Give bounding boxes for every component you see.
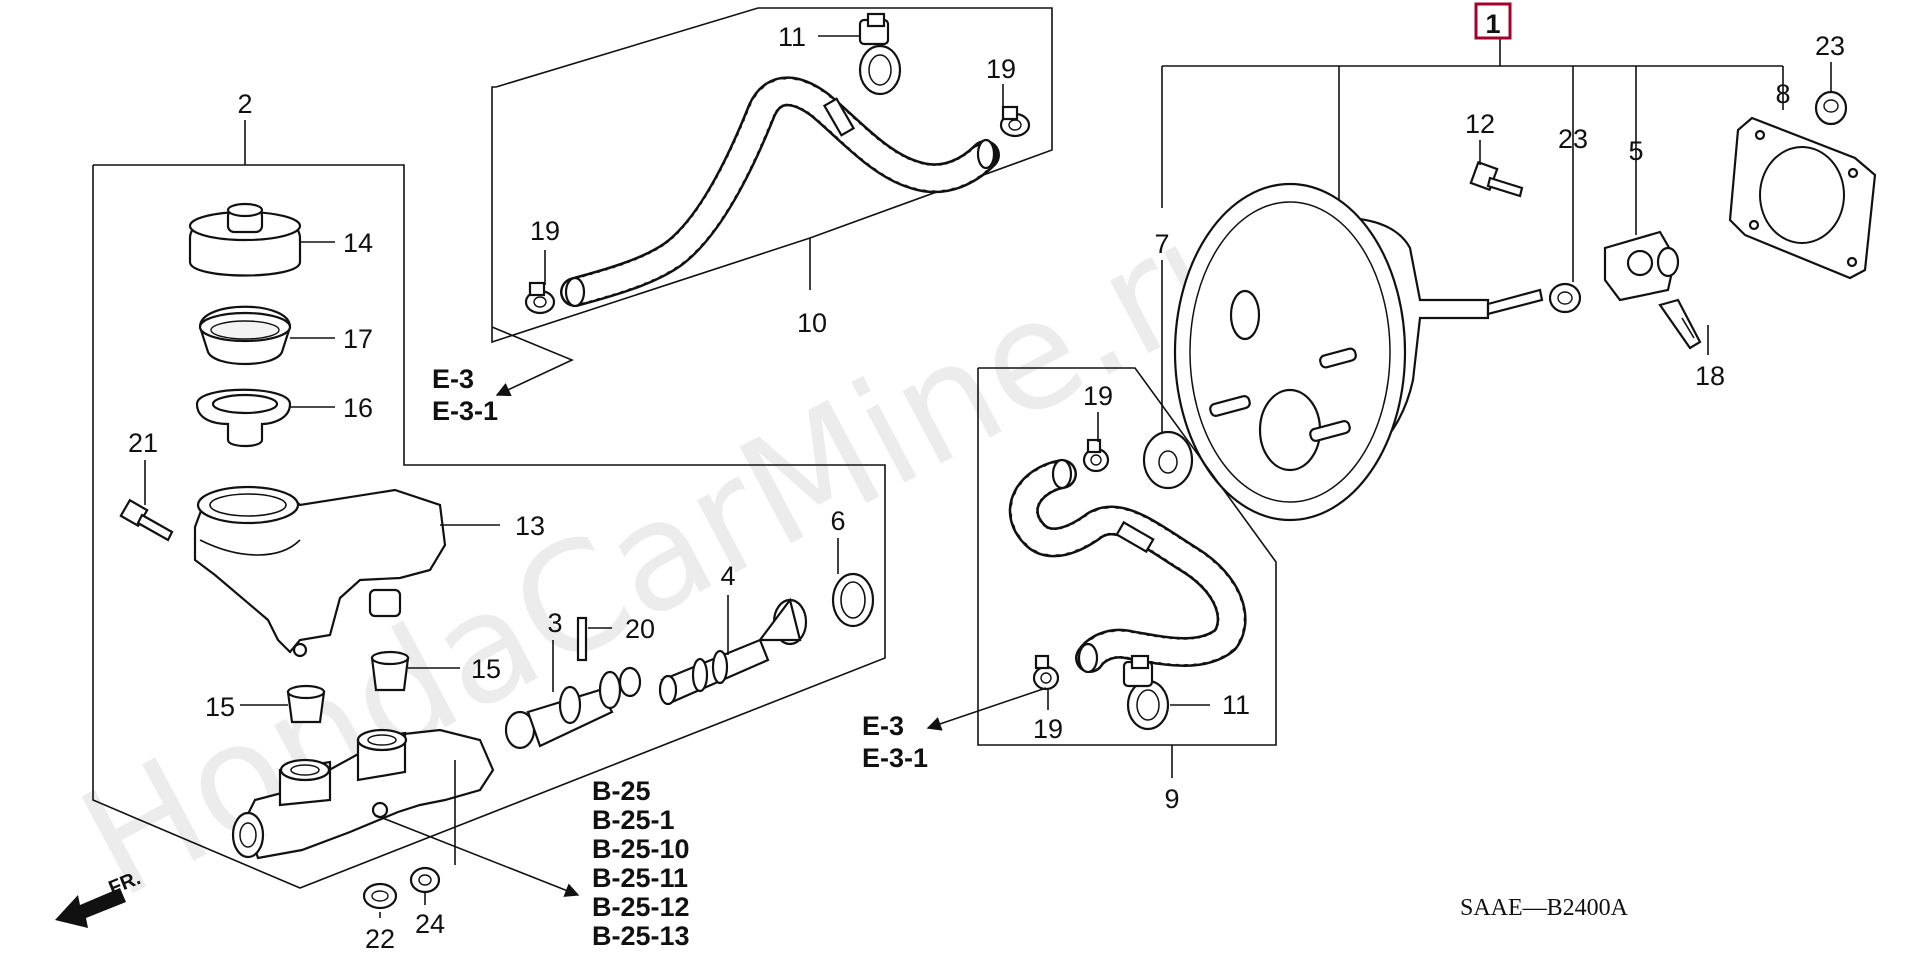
callout-24: 24 <box>415 909 445 939</box>
callout-23-center: 23 <box>1558 124 1588 154</box>
gasket-nut[interactable] <box>1814 90 1848 126</box>
callout-8: 8 <box>1775 79 1790 109</box>
callout-6: 6 <box>830 506 845 536</box>
bolt[interactable] <box>119 498 174 542</box>
callout-18: 18 <box>1695 361 1725 391</box>
hose-clip-top-right[interactable] <box>999 105 1031 138</box>
reference-e3-1-bottom[interactable]: E-3-1 <box>862 743 928 773</box>
secondary-piston[interactable] <box>504 666 642 750</box>
hose-clip-top-left[interactable] <box>524 281 556 315</box>
callout-19-top-left: 19 <box>530 216 560 246</box>
callout-17: 17 <box>343 324 373 354</box>
reference-top-e3[interactable]: E-3 E-3-1 <box>432 364 498 426</box>
snap-ring[interactable] <box>831 572 875 628</box>
retaining-clip[interactable] <box>1658 298 1702 350</box>
booster-bolt[interactable] <box>1469 160 1524 198</box>
washer[interactable] <box>409 866 441 894</box>
vacuum-hose-group-bottom <box>926 367 1277 778</box>
grommet-upper[interactable] <box>370 650 410 692</box>
brake-booster[interactable] <box>1173 182 1544 522</box>
callout-9: 9 <box>1164 784 1179 814</box>
reference-e3-1-top[interactable]: E-3-1 <box>432 396 498 426</box>
reference-b25-list[interactable]: B-25 B-25-1 B-25-10 B-25-11 B-25-12 B-25… <box>592 776 690 951</box>
reservoir-tank[interactable] <box>193 485 447 658</box>
reference-b25-10[interactable]: B-25-10 <box>592 834 690 864</box>
callout-4: 4 <box>720 561 735 591</box>
filter-seal[interactable] <box>195 388 292 448</box>
hose-clamp-top[interactable] <box>858 12 902 96</box>
reservoir-cap[interactable] <box>188 202 302 277</box>
callout-10: 10 <box>797 308 827 338</box>
hose-group-top-outline <box>491 7 1053 344</box>
reference-e3-top[interactable]: E-3 <box>432 364 474 394</box>
hose-clamp-bottom[interactable] <box>1122 654 1170 731</box>
vacuum-hose-bottom[interactable] <box>1008 458 1247 674</box>
hose-clip-bottom-lower[interactable] <box>1032 654 1060 691</box>
callout-15-right: 15 <box>471 654 501 684</box>
callout-labels: 2 3 4 5 6 7 8 9 10 11 11 12 13 14 15 15 … <box>128 22 1845 954</box>
reservoir-strainer[interactable] <box>198 305 292 366</box>
front-arrow-icon <box>55 888 126 928</box>
brake-booster-group: 1 <box>1142 2 1877 522</box>
callout-5: 5 <box>1628 136 1643 166</box>
reference-b25-11[interactable]: B-25-11 <box>592 863 688 893</box>
flare-nut[interactable] <box>362 882 398 910</box>
callout-23-right: 23 <box>1815 31 1845 61</box>
master-cylinder-group <box>92 120 886 918</box>
callout-2: 2 <box>237 89 252 119</box>
diagram-code: SAAE—B2400A <box>1460 895 1629 921</box>
callout-11-top: 11 <box>778 22 806 52</box>
reference-b25-1[interactable]: B-25-1 <box>592 805 675 835</box>
reference-bottom-e3[interactable]: E-3 E-3-1 <box>862 711 928 773</box>
callout-15-left: 15 <box>205 692 235 722</box>
callout-16: 16 <box>343 393 373 423</box>
hose-clip-bottom-upper[interactable] <box>1082 438 1110 473</box>
b25-arrow <box>374 814 580 897</box>
callout-7: 7 <box>1154 229 1169 259</box>
callout-21: 21 <box>128 428 158 458</box>
callout-19-top-right: 19 <box>986 54 1016 84</box>
vacuum-hose-top[interactable] <box>560 76 1000 308</box>
yoke-joint[interactable] <box>1603 230 1680 302</box>
reference-e3-bottom[interactable]: E-3 <box>862 711 904 741</box>
assembly-number-box <box>1474 2 1512 40</box>
master-cylinder-body[interactable] <box>231 728 495 860</box>
callout-19-bottom-upper: 19 <box>1083 381 1113 411</box>
callout-19-bottom-lower: 19 <box>1033 714 1063 744</box>
callout-3: 3 <box>547 608 562 638</box>
reference-b25-13[interactable]: B-25-13 <box>592 921 690 951</box>
callout-14: 14 <box>343 228 373 258</box>
vacuum-hose-group-top <box>491 7 1053 397</box>
callout-22: 22 <box>365 924 395 954</box>
hose-group-bottom-outline <box>977 367 1277 746</box>
callout-12: 12 <box>1465 109 1495 139</box>
callout-13: 13 <box>515 511 545 541</box>
pin[interactable] <box>576 616 588 662</box>
booster-nut[interactable] <box>1548 282 1582 314</box>
reference-b25-12[interactable]: B-25-12 <box>592 892 690 922</box>
booster-gasket[interactable] <box>1142 430 1194 490</box>
master-cylinder-outline <box>92 164 886 889</box>
booster-gasket-plate[interactable] <box>1728 116 1877 280</box>
reference-b25[interactable]: B-25 <box>592 776 651 806</box>
callout-1: 1 <box>1485 9 1500 39</box>
callout-11-bottom: 11 <box>1222 690 1250 720</box>
grommet-lower[interactable] <box>286 684 326 724</box>
callout-20: 20 <box>625 614 655 644</box>
